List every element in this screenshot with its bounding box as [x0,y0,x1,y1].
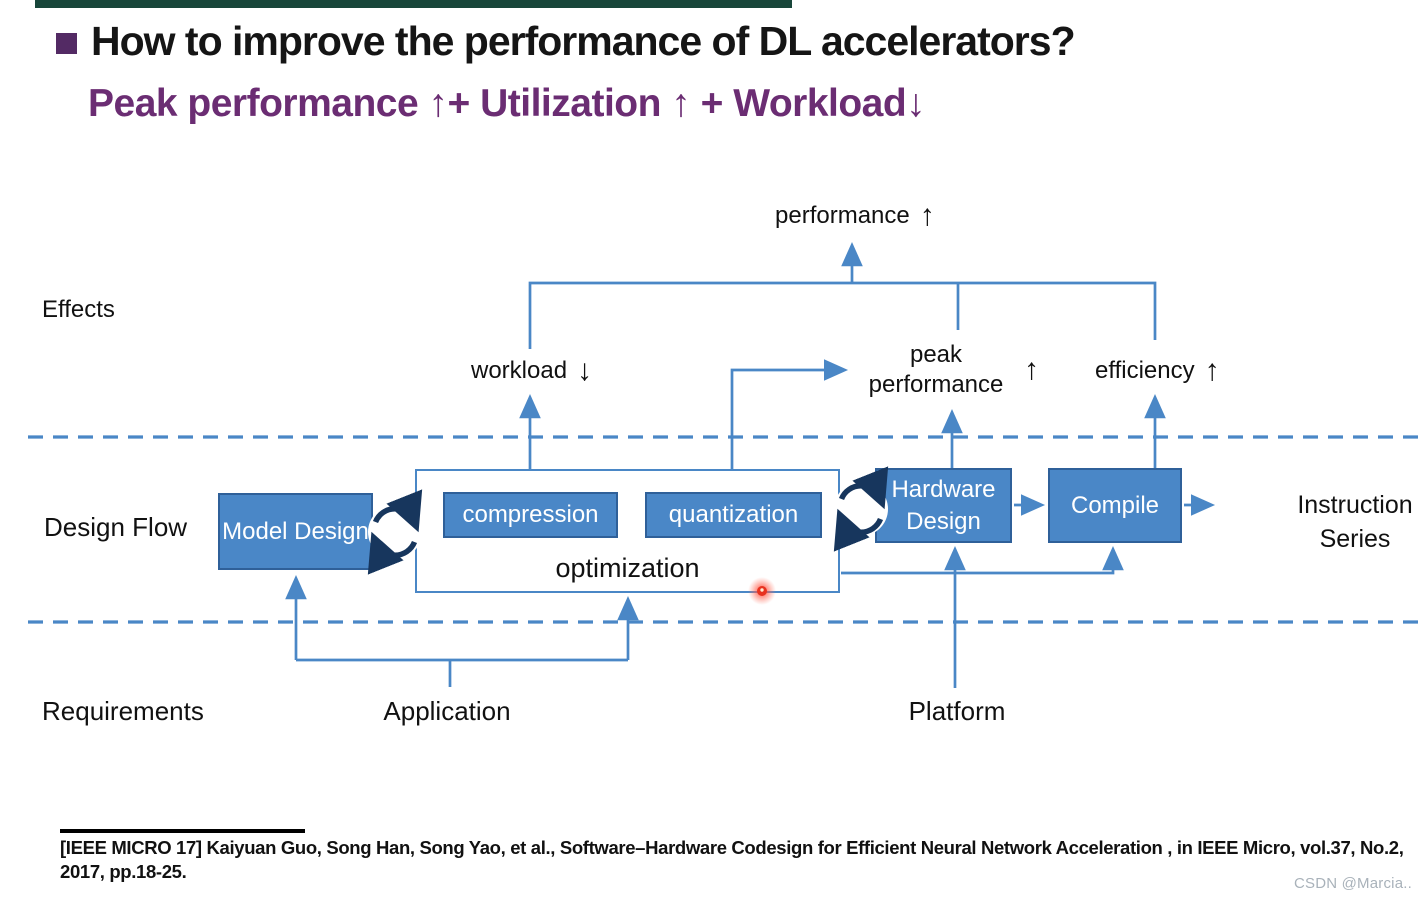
effect-peak-performance: peak performance ↑ [858,340,1039,400]
cycle-arrows-icon [367,489,423,575]
application-connector [296,658,628,687]
bullet-square-icon [56,33,77,54]
node-compression: compression [443,492,618,538]
input-application-label: Application [383,696,511,726]
optimization-label: optimization [555,553,700,583]
citation-rule [60,829,305,833]
output-instruction-series-label: Instruction Series [1297,491,1413,553]
slide-subtitle: Peak performance ↑+ Utilization ↑ + Work… [88,82,926,125]
watermark: CSDN @Marcia.. [1293,875,1412,892]
top-accent-bar [35,0,792,8]
row-label-requirements: Requirements [42,696,204,726]
down-arrow-icon: ↓ [577,354,593,387]
up-arrow-icon: ↑ [1204,354,1220,387]
slide-title: How to improve the performance of DL acc… [91,18,1076,64]
effect-efficiency: efficiency ↑ [1095,356,1220,386]
node-compile: Compile [1048,468,1182,543]
input-platform-label: Platform [908,696,1006,726]
node-quantization: quantization [645,492,822,538]
effects-bus-line [528,281,1157,349]
effect-workload: workload ↓ [471,356,592,386]
row-label-effects: Effects [42,296,115,323]
effect-efficiency-label: efficiency [1095,357,1195,384]
citation-line-1: [IEEE MICRO 17] Kaiyuan Guo, Song Han, S… [60,837,1404,858]
title-row: How to improve the performance of DL acc… [56,18,1396,65]
up-arrow-icon: ↑ [919,199,935,232]
row-label-design-flow: Design Flow [44,512,188,542]
effect-peak-performance-label: peak performance [868,341,1004,398]
optimization-compile-connector [841,545,1124,575]
node-hardware-design: Hardware Design [875,468,1012,543]
effect-performance-label: performance [775,202,910,229]
effect-workload-label: workload [471,357,568,384]
up-arrow-icon: ↑ [1024,353,1039,386]
node-model-design: Model Design [218,493,373,570]
effect-performance: performance ↑ [775,201,935,231]
citation-line-2: 2017, pp.18-25. [60,861,187,882]
